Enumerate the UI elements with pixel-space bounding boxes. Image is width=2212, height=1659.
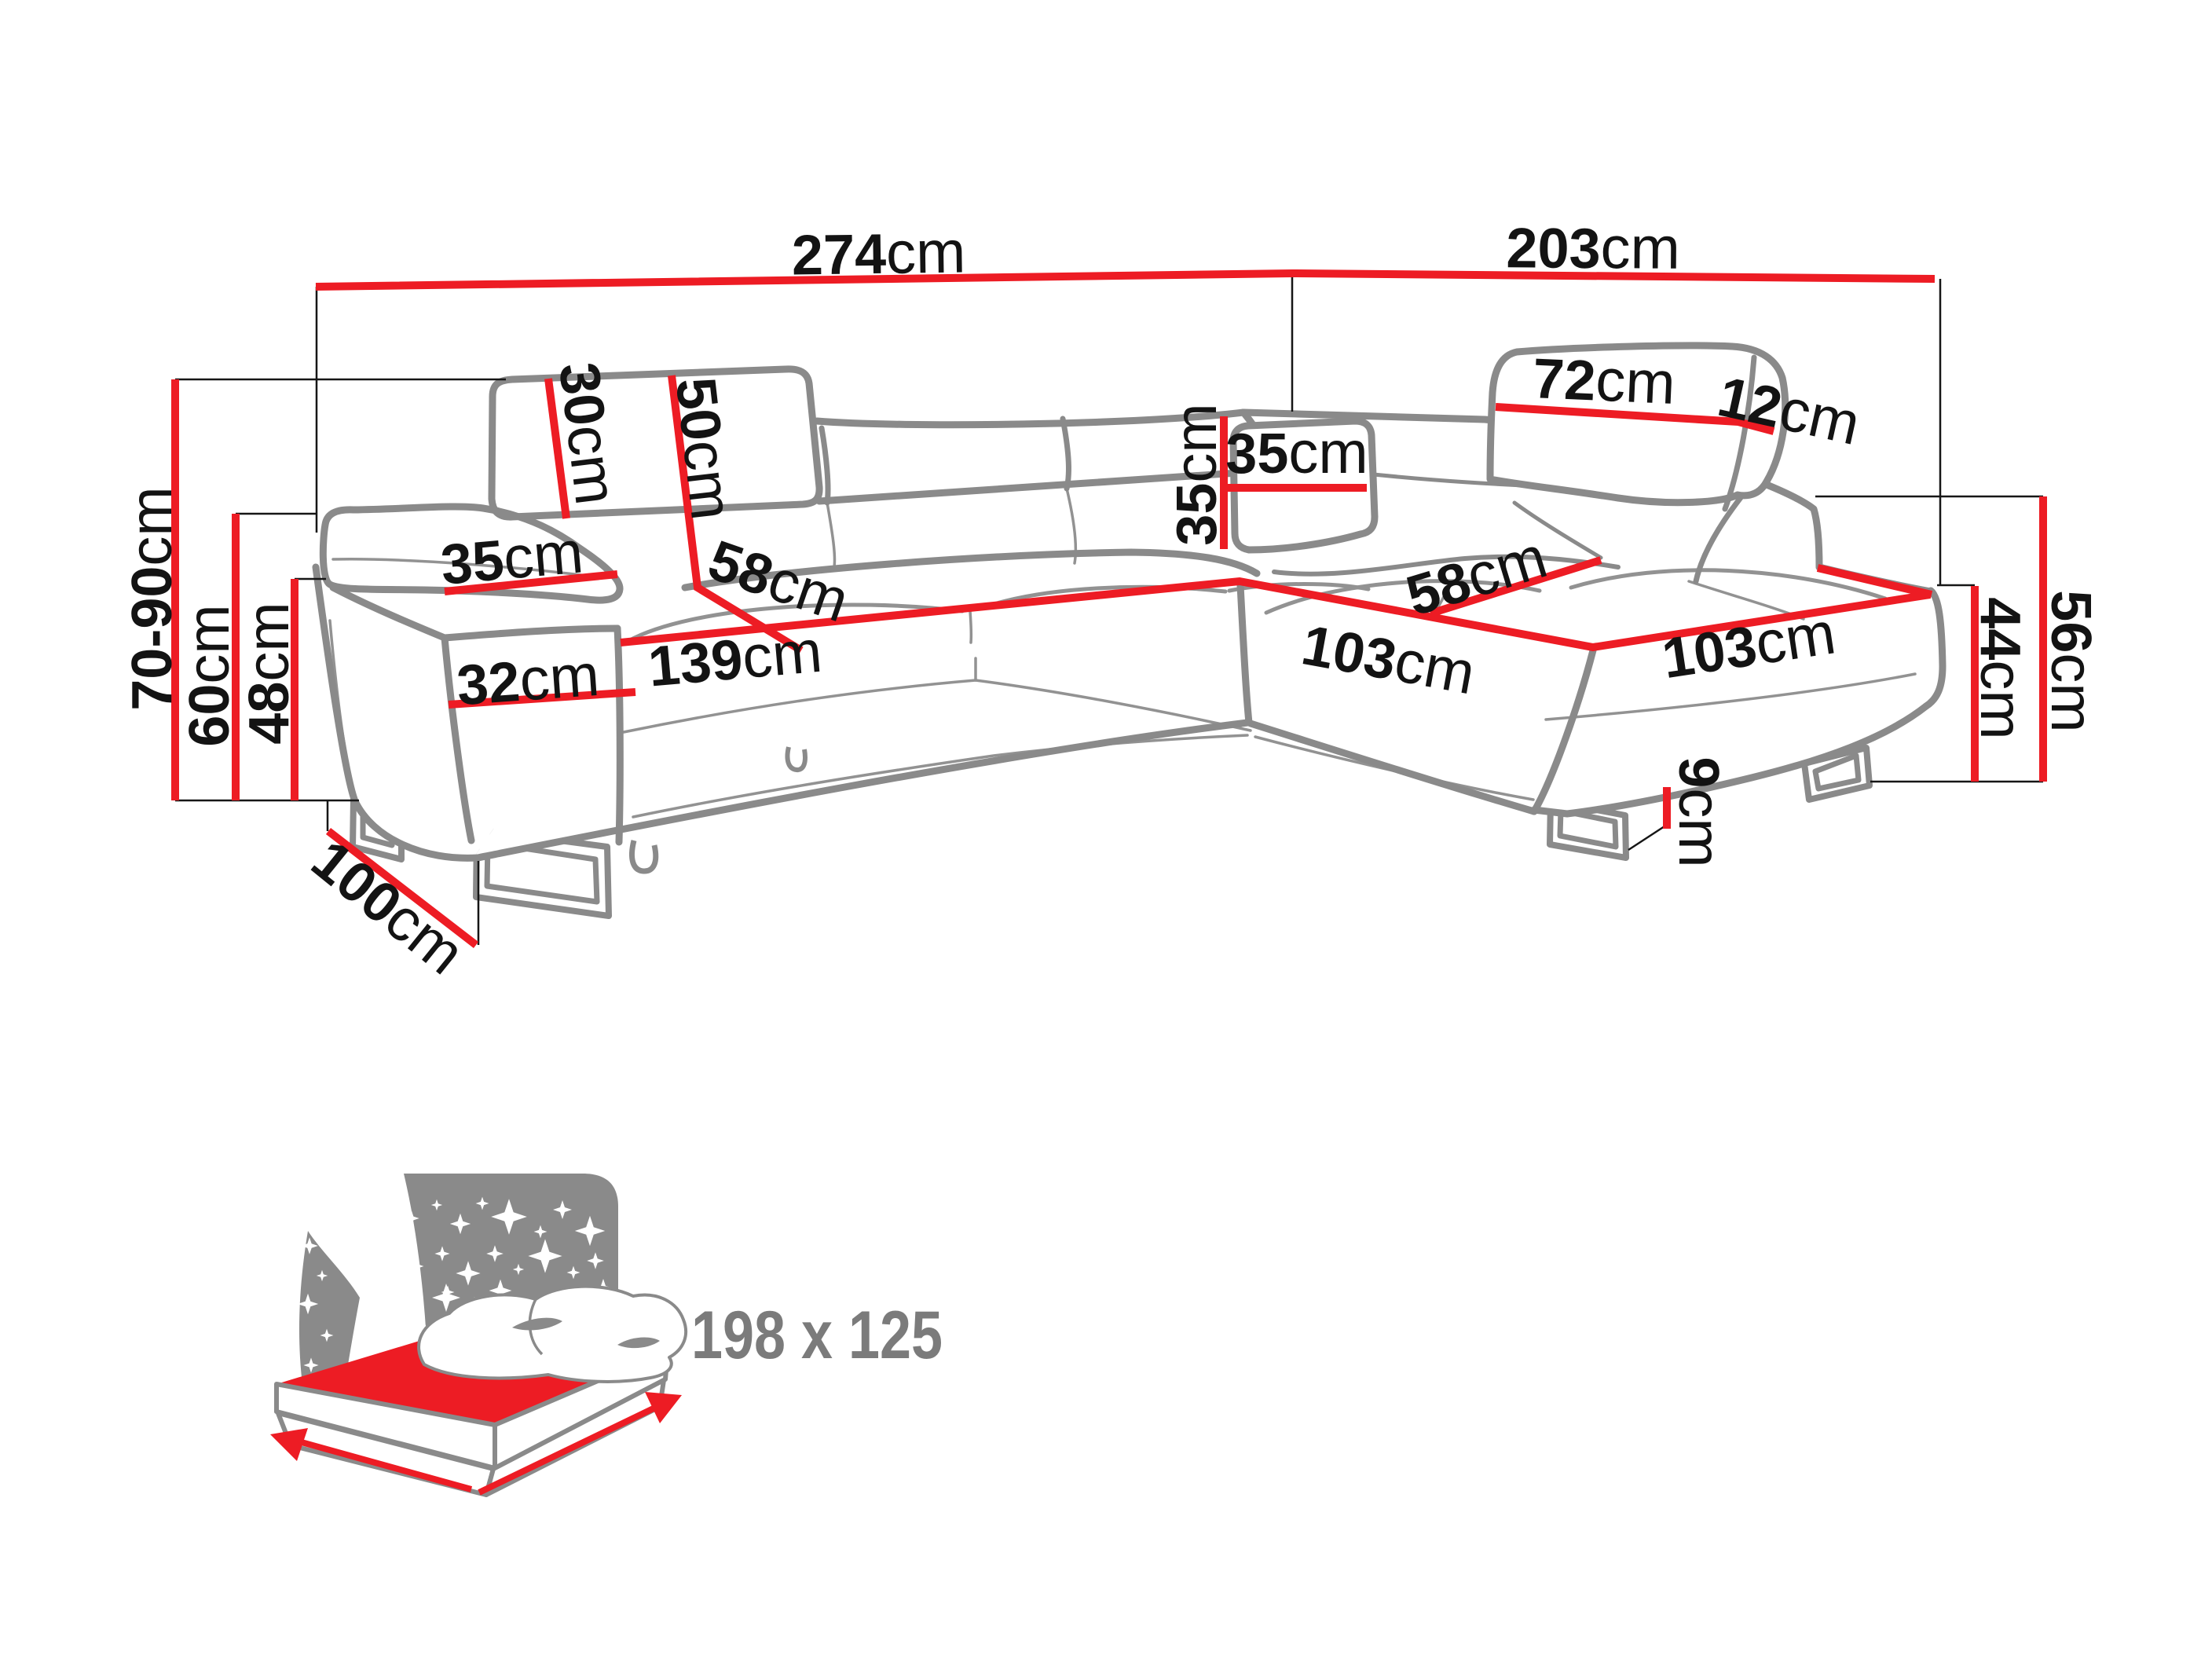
svg-text:48cm: 48cm	[235, 602, 302, 744]
svg-text:50cm: 50cm	[663, 374, 745, 523]
svg-text:56cm: 56cm	[2038, 590, 2105, 732]
svg-text:44cm: 44cm	[1968, 597, 2034, 739]
svg-text:203cm: 203cm	[1506, 214, 1680, 282]
svg-text:103cm: 103cm	[1657, 599, 1840, 691]
svg-text:139cm: 139cm	[646, 618, 825, 700]
svg-text:274cm: 274cm	[791, 218, 966, 287]
svg-text:72cm: 72cm	[1532, 344, 1677, 417]
svg-text:35cm: 35cm	[1225, 419, 1368, 486]
svg-text:9cm: 9cm	[1666, 756, 1733, 867]
svg-text:35cm: 35cm	[438, 518, 586, 597]
svg-text:70-90cm: 70-90cm	[118, 486, 185, 710]
svg-text:35cm: 35cm	[1163, 403, 1229, 545]
svg-text:198 x 125: 198 x 125	[691, 1298, 943, 1373]
svg-text:60cm: 60cm	[175, 604, 242, 746]
svg-text:30cm: 30cm	[546, 359, 629, 508]
svg-text:32cm: 32cm	[455, 642, 602, 718]
